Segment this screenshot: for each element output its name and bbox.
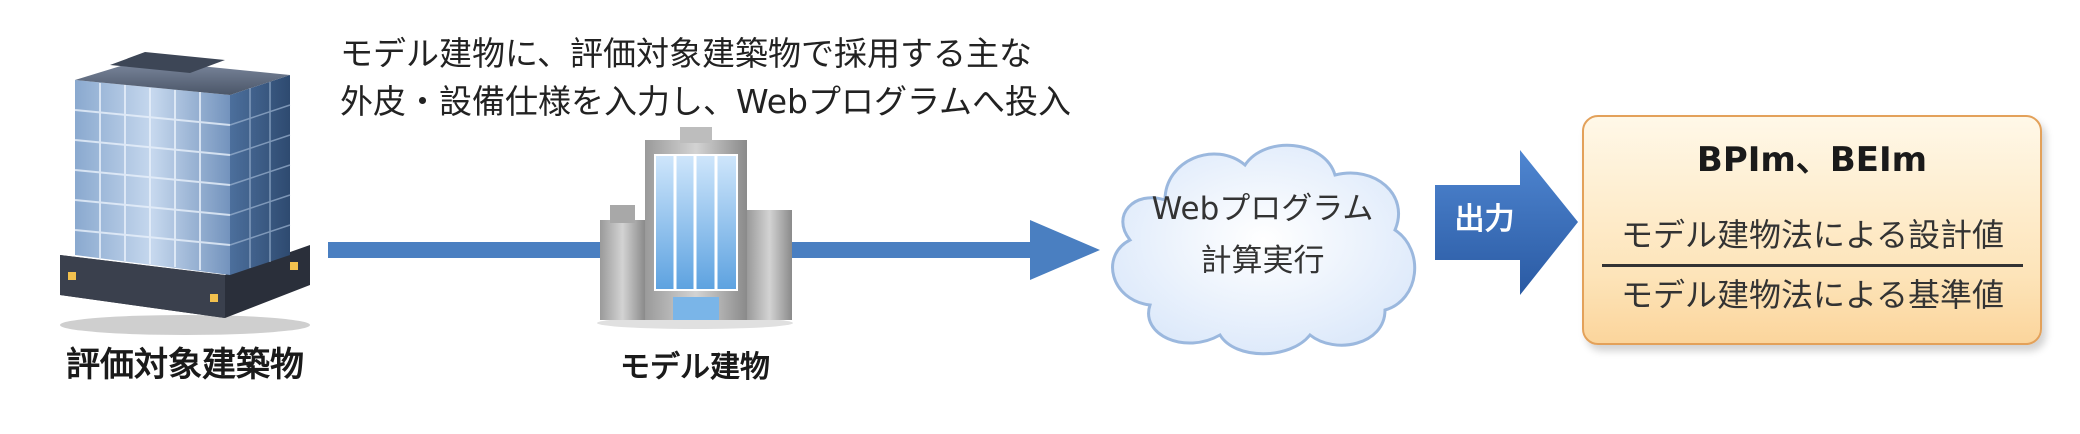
result-numerator: モデル建物法による設計値 <box>1620 216 2005 254</box>
input-description: モデル建物に、評価対象建築物で採用する主な 外皮・設備仕様を入力し、Webプログ… <box>340 30 1100 126</box>
process-line-2: 計算実行 <box>1200 243 1325 279</box>
process-line-1: Webプログラム <box>1151 191 1374 227</box>
model-building-label: モデル建物 <box>620 350 770 385</box>
output-label: 出力 <box>1454 202 1515 237</box>
description-line-2: 外皮・設備仕様を入力し、Webプログラムへ投入 <box>340 82 1071 121</box>
office-building-icon <box>60 52 310 335</box>
result-denominator: モデル建物法による基準値 <box>1620 276 2005 314</box>
output-arrow-icon <box>1435 150 1578 295</box>
process-label: Webプログラム 計算実行 <box>1120 170 1405 300</box>
description-line-1: モデル建物に、評価対象建築物で採用する主な <box>340 34 1033 73</box>
fraction-bar <box>1602 264 2023 267</box>
result-title: BPIm、BEIm <box>1696 140 1928 180</box>
model-building-icon <box>597 127 793 329</box>
target-building-label: 評価対象建築物 <box>66 345 304 385</box>
result-box <box>1582 115 2042 345</box>
cloud-icon <box>1111 143 1417 356</box>
